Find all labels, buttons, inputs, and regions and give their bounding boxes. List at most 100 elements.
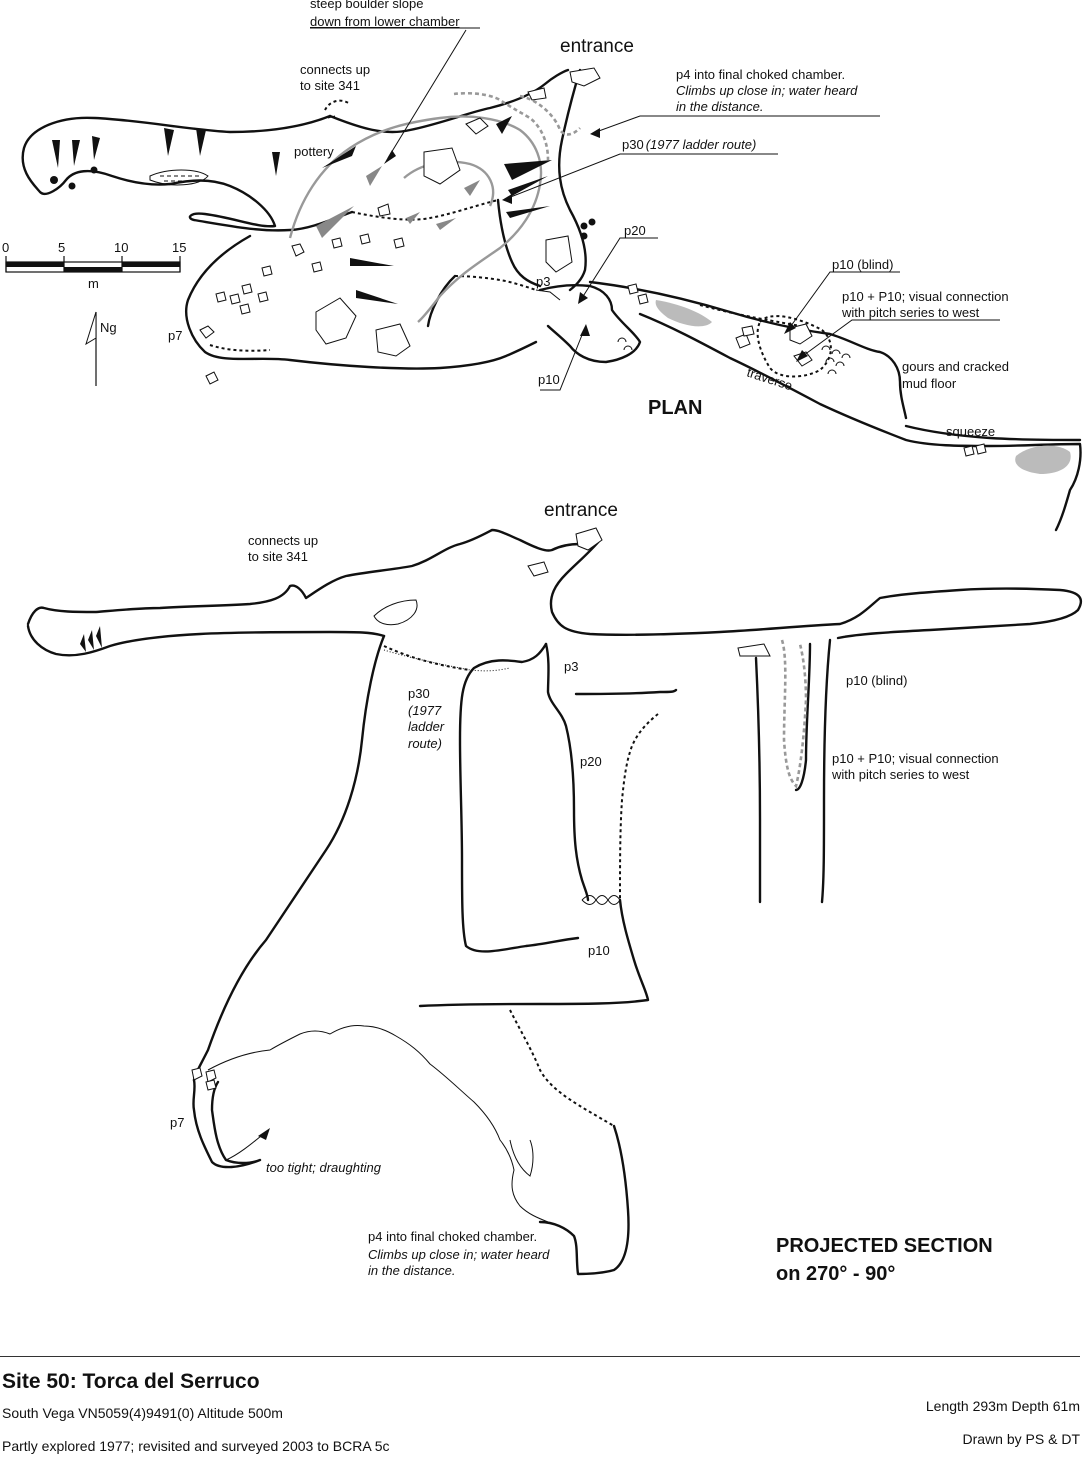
section-labels: entrance connects up to site 341 p3 p30 … <box>170 500 999 1285</box>
plan-p3-label: p3 <box>536 274 550 289</box>
section-p20-right-wall <box>619 713 659 901</box>
scale-tick-10: 10 <box>114 240 128 255</box>
plan-grey-pool-east <box>655 300 712 327</box>
section-p10-boulder <box>737 643 771 657</box>
section-p10-lower-wall <box>418 898 650 1008</box>
plan-upper-wall <box>328 68 570 134</box>
plan-p4-label-2: Climbs up close in; water heard <box>676 83 858 98</box>
plan-east-passage-upper-wall <box>588 280 908 420</box>
plan-connects-label-2: to site 341 <box>300 78 360 93</box>
plan-lower-chamber-outline <box>288 115 543 323</box>
section-p30-label-1: p30 <box>408 686 430 701</box>
plan-pottery-label: pottery <box>294 144 334 159</box>
scale-unit: m <box>88 276 99 291</box>
plan-p10-chamber-wall <box>538 284 642 364</box>
scale-tick-0: 0 <box>2 240 9 255</box>
section-p4-label-3: in the distance. <box>368 1263 455 1278</box>
survey-title: Site 50: Torca del Serruco <box>2 1370 260 1393</box>
section-final-chamber-wall <box>538 1124 630 1276</box>
plan-dashed-wall-connection <box>324 99 351 111</box>
section-p7-wall <box>192 1078 262 1169</box>
plan-p10-label: p10 <box>538 372 560 387</box>
section-p10-grey-dashed <box>780 639 808 789</box>
section-choke-inner <box>509 1139 534 1177</box>
section-p30-label-3: ladder <box>408 719 445 734</box>
section-heading-1: PROJECTED SECTION <box>776 1235 993 1257</box>
plan-p4-label-3: in the distance. <box>676 99 763 114</box>
section-p10-label: p10 <box>588 943 610 958</box>
plan-p10-p10-label-1: p10 + P10; visual connection <box>842 289 1009 304</box>
section-west-slope <box>80 626 102 652</box>
plan-grey-wedges <box>316 166 480 238</box>
section-p20-label: p20 <box>580 754 602 769</box>
plan-p20-label: p20 <box>624 223 646 238</box>
plan-pool <box>149 169 209 186</box>
plan-p10-blind-label: p10 (blind) <box>832 257 893 272</box>
plan-lower-chamber-inner <box>403 160 495 207</box>
section-gallery-lower-wall <box>26 624 386 657</box>
plan-dashed-wall-main <box>351 199 499 221</box>
footer-divider <box>0 1356 1080 1357</box>
section-boulders <box>191 527 603 1091</box>
section-p4-label-1: p4 into final choked chamber. <box>368 1229 537 1244</box>
plan-p10-p10-outline <box>756 315 832 378</box>
plan-dashed-wall-p7 <box>209 344 271 352</box>
plan-grey-dashed-p4 <box>519 94 581 136</box>
survey-history: Partly explored 1977; revisited and surv… <box>2 1438 390 1454</box>
section-connects-label-1: connects up <box>248 533 318 548</box>
section-p10-p10-label-1: p10 + P10; visual connection <box>832 751 999 766</box>
section-p10-choke <box>581 895 621 905</box>
plan-boulders <box>199 67 987 457</box>
section-p3-label: p3 <box>564 659 578 674</box>
plan-labels: entrance steep boulder slope down from l… <box>2 0 1009 439</box>
plan-p10-p10-label-2: with pitch series to west <box>841 305 980 320</box>
plan-grey-pool-squeeze <box>1015 445 1071 474</box>
plan-gours-label-1: gours and cracked <box>902 359 1009 374</box>
plan-dashed-wall-link <box>454 275 537 291</box>
plan-slope-wedges <box>52 116 552 304</box>
plan-view <box>5 27 1082 532</box>
section-p30-left-wall <box>192 634 386 1082</box>
plan-steep-slope-label-1: steep boulder slope <box>310 0 423 11</box>
section-gallery-dashed <box>383 645 471 671</box>
plan-inner-wall <box>496 198 542 288</box>
plan-main-chamber-wall <box>185 234 538 370</box>
section-p30-right-wall <box>458 642 580 953</box>
plan-grey-dashed-shaft <box>453 91 550 161</box>
section-heading-2: on 270° - 90° <box>776 1263 895 1285</box>
survey-stats: Length 293m Depth 61m <box>925 1398 1080 1414</box>
plan-leaders <box>310 27 1000 391</box>
section-p10-p10-label-2: with pitch series to west <box>831 767 970 782</box>
plan-entrance-shaft-wall <box>557 68 587 292</box>
section-view <box>26 527 1083 1276</box>
section-p30-line <box>383 649 511 672</box>
section-entrance-wall <box>549 538 1083 640</box>
plan-scale-bar <box>5 256 181 273</box>
section-p10-blind-left-wall <box>754 656 762 904</box>
plan-squeeze-label: squeeze <box>946 424 995 439</box>
section-choke-roof <box>207 1025 549 1223</box>
section-p3-ledge <box>574 688 678 696</box>
plan-steep-slope-label-2: down from lower chamber <box>310 14 460 29</box>
survey-credit: Drawn by PS & DT <box>962 1431 1080 1447</box>
plan-west-passage-wall <box>21 114 332 228</box>
plan-connects-label-1: connects up <box>300 62 370 77</box>
section-p10-blind-label: p10 (blind) <box>846 673 907 688</box>
section-too-tight-arrow-icon <box>258 1128 270 1140</box>
plan-black-dots <box>50 166 596 240</box>
plan-p30-label: p30(1977 ladder route) <box>622 137 756 152</box>
plan-p7-label: p7 <box>168 328 182 343</box>
section-final-chamber-dashed <box>509 1009 615 1127</box>
north-label: Ng <box>100 320 117 335</box>
section-p30-label-2: (1977 <box>408 703 442 718</box>
section-p4-label-2: Climbs up close in; water heard <box>368 1247 550 1262</box>
plan-dashed-wall-east <box>699 304 801 327</box>
scale-tick-5: 5 <box>58 240 65 255</box>
plan-gours-label-2: mud floor <box>902 376 957 391</box>
cave-survey-drawing: entrance steep boulder slope down from l… <box>2 0 1083 1285</box>
plan-east-passage-squeeze-wall <box>904 424 1082 442</box>
section-too-tight-label: too tight; draughting <box>266 1160 382 1175</box>
survey-location: South Vega VN5059(4)9491(0) Altitude 500… <box>2 1405 283 1421</box>
scale-tick-15: 15 <box>172 240 186 255</box>
section-p7-label: p7 <box>170 1115 184 1130</box>
